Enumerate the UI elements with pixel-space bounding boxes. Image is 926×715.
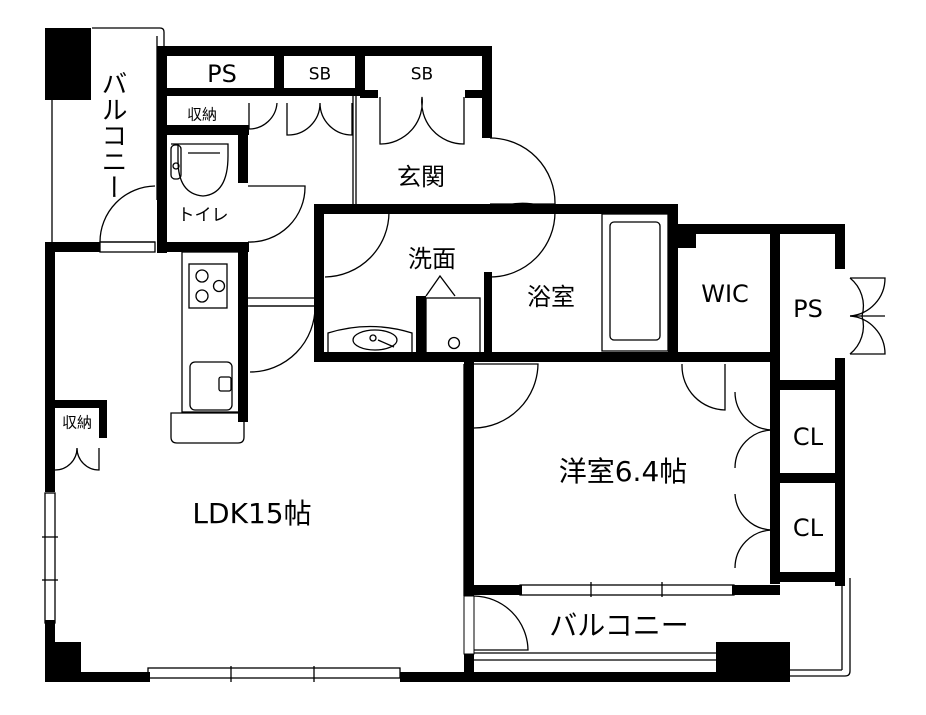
- balcony-door-swing: [99, 185, 156, 243]
- room-label-ps-right: PS: [793, 295, 823, 323]
- room-label-ldk: LDK15帖: [192, 497, 312, 530]
- room-label-washroom: 洗面: [408, 245, 456, 273]
- room-label-western-room: 洋室6.4帖: [558, 455, 688, 488]
- room-label-bathroom: 浴室: [527, 283, 575, 311]
- room-label-closet-2: CL: [792, 514, 824, 542]
- room-label-storage-left: 収納: [61, 413, 93, 432]
- column-top-left: [45, 28, 91, 100]
- room-label-sb-left: SB: [308, 64, 332, 85]
- room-label-balcony-left: バルコニー: [97, 70, 127, 200]
- room-label-storage-top: 収納: [186, 105, 218, 124]
- room-label-wic: WIC: [701, 280, 749, 308]
- balcony-left-rail: [92, 27, 165, 46]
- room-label-closet-1: CL: [792, 423, 824, 451]
- room-label-sb-right: SB: [410, 64, 434, 85]
- room-label-toilet: トイレ: [177, 205, 229, 226]
- room-label-balcony-bottom: バルコニー: [549, 609, 689, 642]
- walls: [45, 28, 845, 682]
- room-label-entrance: 玄関: [397, 163, 445, 191]
- room-label-ps-top: PS: [207, 60, 237, 88]
- column-bottom-right: [716, 642, 790, 682]
